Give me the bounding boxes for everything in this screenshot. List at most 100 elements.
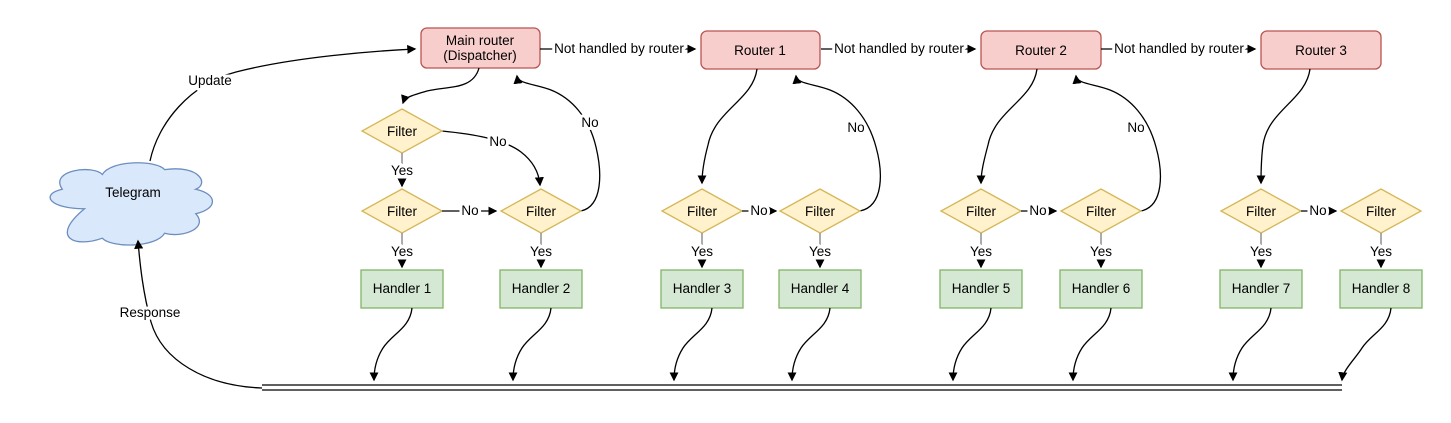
return-no-label-router-1: No (847, 120, 864, 135)
not-handled-label-3: Not handled by router (1114, 41, 1244, 56)
filter-node-1: Filter (360, 188, 444, 234)
handler-node-8: Handler 8 (1339, 269, 1423, 309)
yes-label-6: Yes (1090, 244, 1112, 259)
no-edge-pair-3: No (1021, 200, 1058, 221)
dispatcher-node: Main router (Dispatcher) (420, 27, 541, 69)
yes-label-0: Yes (391, 163, 413, 178)
yes-label-8: Yes (1370, 244, 1392, 259)
dispatcher-to-filter-edge (401, 67, 480, 105)
filter-node-4: Filter (778, 188, 862, 234)
update-label: Update (188, 73, 232, 88)
handler-box-3 (660, 269, 744, 309)
filter-node-3: Filter (660, 188, 744, 234)
handler-box-8 (1339, 269, 1423, 309)
router-2-box (980, 30, 1102, 70)
yes-label-5: Yes (970, 244, 992, 259)
handler-node-4: Handler 4 (778, 269, 862, 309)
no-edge-pair-2: No (742, 200, 778, 221)
handler-3-to-bus-edge (669, 307, 713, 382)
router-1-label: Router 1 (734, 43, 786, 58)
dispatcher-label-line1: Main router (446, 33, 515, 48)
handler-box-6 (1059, 269, 1143, 309)
handler-box-2 (499, 269, 583, 309)
handler-node-2: Handler 2 (499, 269, 583, 309)
yes-edge-8: Yes (1367, 233, 1395, 269)
update-edge: Update (149, 44, 417, 162)
filter-label-1: Filter (387, 204, 418, 219)
top-filter-no-label: No (489, 134, 506, 149)
no-edge-pair-4: No (1301, 200, 1338, 221)
filter-label-5: Filter (966, 204, 997, 219)
handler-label-8: Handler 8 (1352, 281, 1411, 296)
filter-node-7: Filter (1219, 188, 1303, 234)
router-3-node: Router 3 (1260, 30, 1382, 70)
response-arrow (134, 239, 263, 389)
handler-node-1: Handler 1 (360, 269, 444, 309)
not-handled-edge-3: Not handled by router (1101, 38, 1257, 59)
top-filter-no-edge: No (441, 130, 544, 187)
router-3-label: Router 3 (1295, 43, 1347, 58)
return-no-arrow-router-1 (792, 74, 881, 212)
yes-edge-5: Yes (967, 233, 995, 269)
yes-edge-2: Yes (527, 233, 555, 269)
yes-label-4: Yes (809, 244, 831, 259)
response-bus (262, 384, 1342, 391)
handler-node-6: Handler 6 (1059, 269, 1143, 309)
no-label-pair-3: No (1029, 203, 1046, 218)
router-2-label: Router 2 (1015, 43, 1067, 58)
filter-label-8: Filter (1366, 204, 1397, 219)
telegram-label: Telegram (105, 185, 161, 200)
handler-node-5: Handler 5 (939, 269, 1023, 309)
yes-edge-0: Yes (388, 153, 416, 188)
not-handled-edge-1: Not handled by router (540, 38, 697, 59)
filter-label-3: Filter (687, 204, 718, 219)
return-no-label-dispatcher: No (581, 115, 598, 130)
filter-label-6: Filter (1086, 204, 1117, 219)
filter-label-4: Filter (805, 204, 836, 219)
return-no-edge-router-2: No (1072, 74, 1162, 212)
handler-box-7 (1219, 269, 1303, 309)
cloud-shape (49, 162, 214, 246)
no-label-pair-2: No (750, 203, 767, 218)
router-1-node: Router 1 (700, 30, 821, 70)
handler-1-to-bus-edge (369, 307, 413, 382)
filter-node-8: Filter (1339, 188, 1423, 234)
no-label-pair-1: No (461, 203, 478, 218)
yes-edge-3: Yes (688, 233, 716, 269)
router-3-box (1260, 30, 1382, 70)
router-2-to-filter-edge (976, 68, 1038, 185)
update-arrow (149, 44, 417, 162)
return-no-arrow-dispatcher (513, 74, 601, 212)
handler-5-to-bus-edge (948, 307, 992, 382)
yes-label-3: Yes (691, 244, 713, 259)
handler-label-4: Handler 4 (791, 281, 850, 296)
filter-node-5: Filter (939, 188, 1023, 234)
filter-label-0: Filter (387, 124, 418, 139)
handler-node-3: Handler 3 (660, 269, 744, 309)
handler-4-to-bus-edge (787, 307, 831, 382)
dispatcher-label-line2: (Dispatcher) (443, 48, 517, 63)
router-3-to-filter-edge (1256, 68, 1311, 185)
yes-edge-7: Yes (1247, 233, 1275, 269)
handler-7-to-bus-edge (1228, 307, 1272, 382)
yes-edge-4: Yes (806, 233, 834, 269)
dispatcher-box (420, 27, 541, 69)
filter-label-7: Filter (1246, 204, 1277, 219)
filter-node-6: Filter (1059, 188, 1143, 234)
filter-node-0: Filter (360, 108, 444, 154)
not-handled-label-2: Not handled by router (834, 41, 964, 56)
handler-label-1: Handler 1 (373, 281, 432, 296)
handler-2-to-bus-edge (508, 307, 552, 382)
handler-box-5 (939, 269, 1023, 309)
telegram-cloud-node: Telegram (49, 162, 214, 246)
no-label-pair-4: No (1309, 203, 1326, 218)
response-label: Response (120, 305, 181, 320)
handler-label-7: Handler 7 (1232, 281, 1291, 296)
handler-box-1 (360, 269, 444, 309)
return-no-arrow-router-2 (1072, 74, 1162, 212)
handler-label-5: Handler 5 (952, 281, 1011, 296)
handler-8-to-bus-edge (1338, 307, 1392, 382)
return-no-edge-router-1: No (792, 74, 881, 212)
yes-label-1: Yes (391, 244, 413, 259)
